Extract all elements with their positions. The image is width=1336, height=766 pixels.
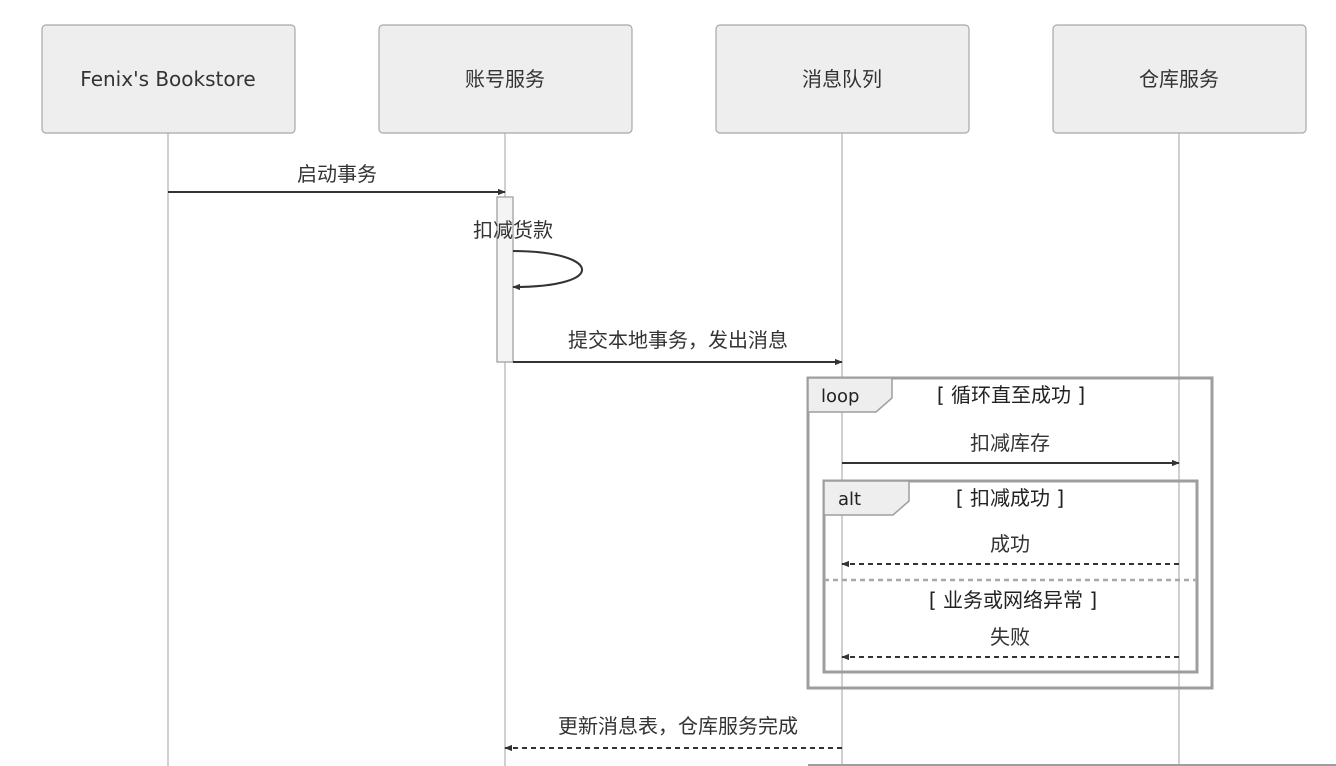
alt-else-condition: [ 业务或网络异常 ] bbox=[929, 588, 1097, 612]
alt-frame-condition: [ 扣减成功 ] bbox=[956, 486, 1064, 510]
actor-mq: 消息队列 bbox=[715, 24, 970, 134]
actor-warehouse: 仓库服务 bbox=[1052, 24, 1307, 134]
loop-frame-condition: [ 循环直至成功 ] bbox=[937, 383, 1085, 407]
actor-account: 账号服务 bbox=[378, 24, 633, 134]
alt-frame-tab bbox=[823, 480, 910, 516]
message-arrow-deduct-payment bbox=[512, 250, 583, 291]
alt-frame bbox=[822, 479, 1199, 674]
actor-warehouse-label: 仓库服务 bbox=[1139, 67, 1219, 91]
alt-frame-keyword: alt bbox=[838, 489, 861, 510]
activation-bar-account bbox=[496, 196, 514, 363]
message-label-update-done: 更新消息表，仓库服务完成 bbox=[558, 714, 798, 738]
actor-mq-label: 消息队列 bbox=[802, 67, 882, 91]
actor-bookstore-label: Fenix's Bookstore bbox=[80, 67, 255, 91]
message-label-deduct-payment: 扣减货款 bbox=[473, 218, 553, 242]
loop-frame bbox=[806, 376, 1214, 690]
loop-frame-tab bbox=[807, 377, 893, 413]
actor-bookstore: Fenix's Bookstore bbox=[41, 24, 296, 134]
message-label-success: 成功 bbox=[990, 532, 1030, 556]
message-label-deduct-stock: 扣减库存 bbox=[970, 431, 1050, 455]
message-label-failure: 失败 bbox=[990, 625, 1030, 649]
actor-account-label: 账号服务 bbox=[465, 67, 545, 91]
message-label-start-tx: 启动事务 bbox=[297, 162, 377, 186]
message-label-commit-send: 提交本地事务，发出消息 bbox=[568, 328, 788, 352]
loop-frame-keyword: loop bbox=[821, 386, 859, 407]
